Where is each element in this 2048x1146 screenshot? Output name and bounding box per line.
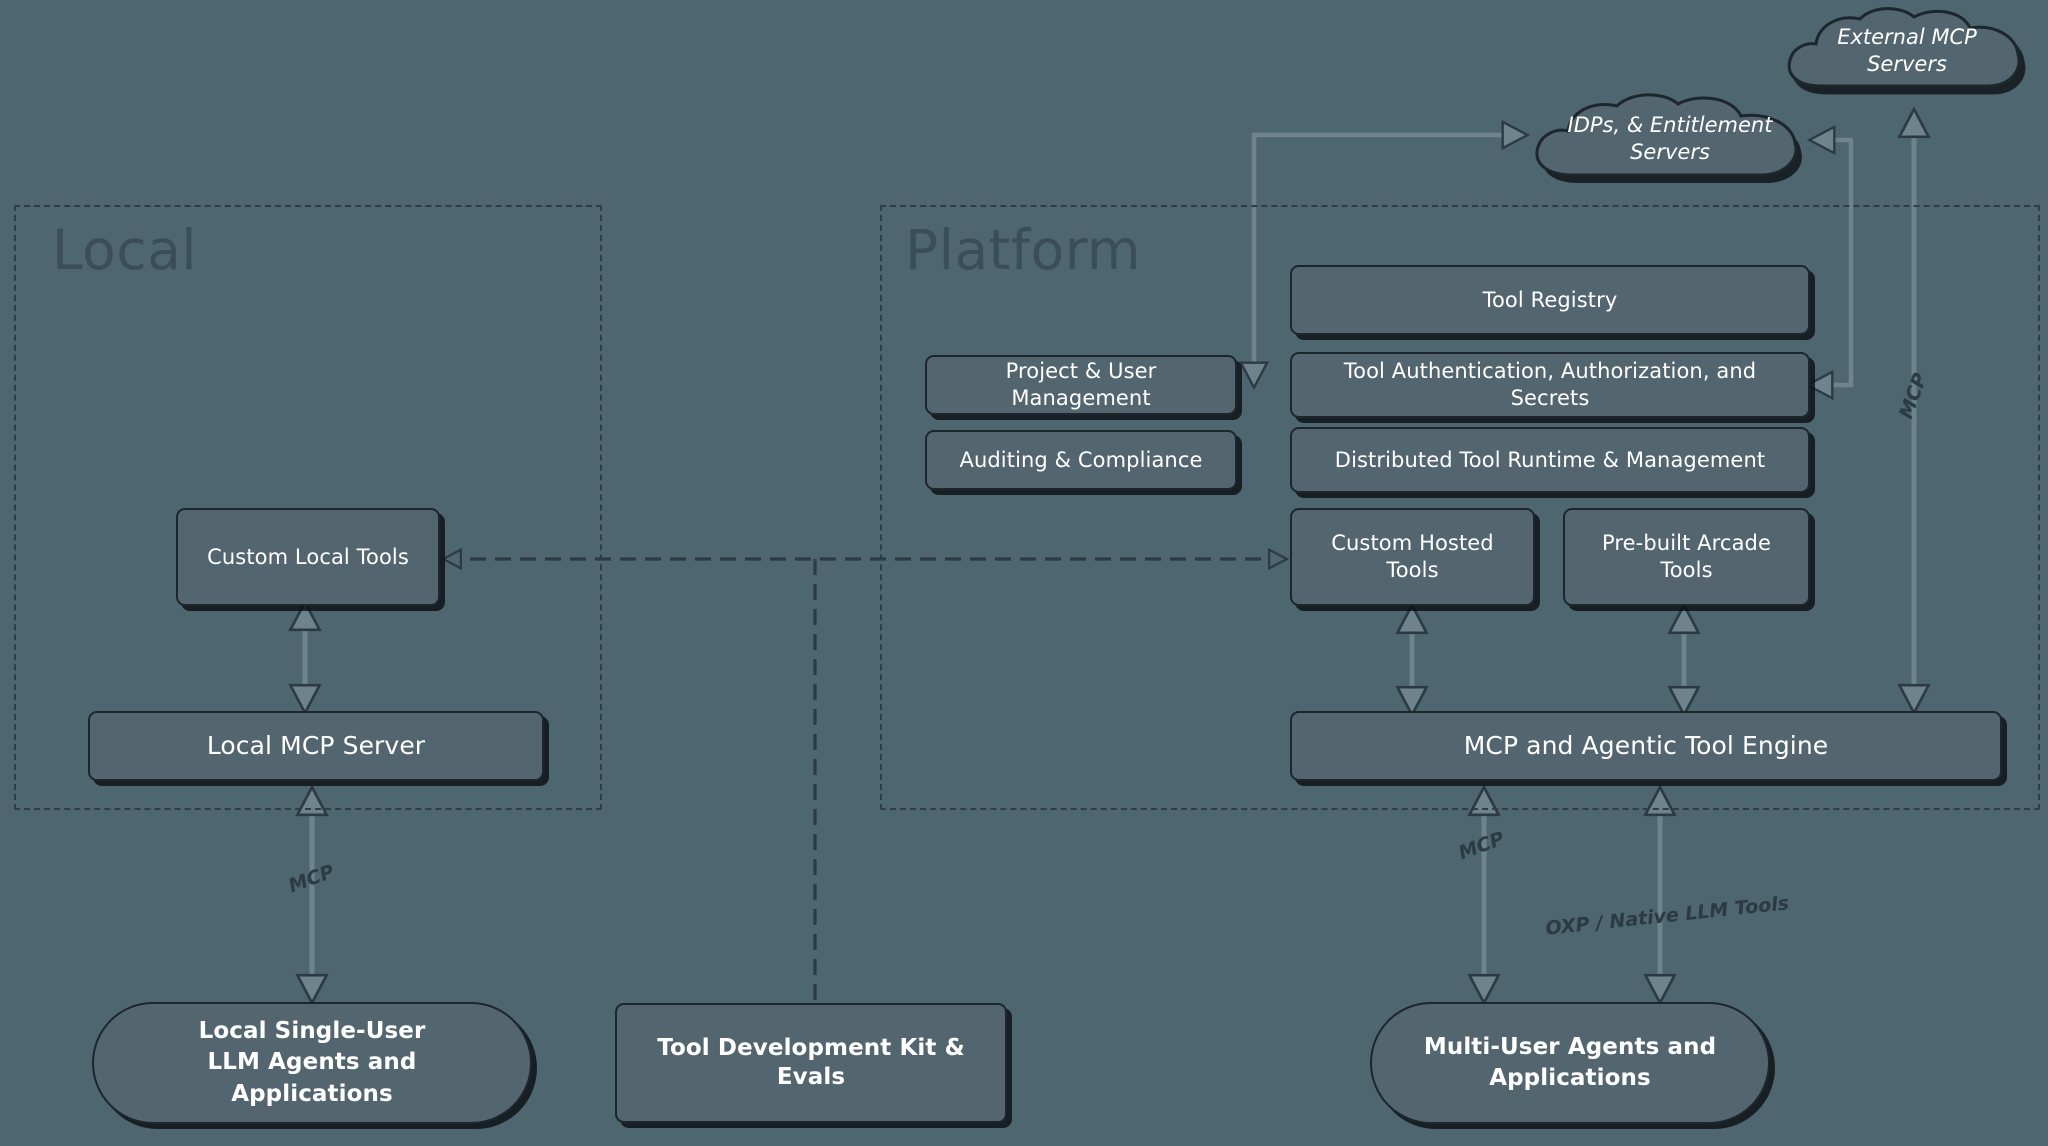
node-custom-local-tools[interactable]: Custom Local Tools xyxy=(176,508,440,606)
node-custom-local-tools-label: Custom Local Tools xyxy=(207,544,409,569)
edge-label-oxp-native-llm-tools: OXP / Native LLM Tools xyxy=(1544,892,1791,940)
cloud-external-mcp-servers[interactable]: External MCP Servers xyxy=(1778,7,2036,104)
group-local xyxy=(14,205,602,810)
node-project-user-management[interactable]: Project & User Management xyxy=(925,355,1237,415)
node-prebuilt-arcade-tools[interactable]: Pre-built Arcade Tools xyxy=(1563,508,1810,606)
node-project-user-management-label: Project & User Management xyxy=(1005,359,1157,410)
edge-label-platform-mcp: MCP xyxy=(1455,827,1508,865)
node-local-agents-label: Local Single-User LLM Agents and Applica… xyxy=(198,1018,426,1107)
node-tool-registry-label: Tool Registry xyxy=(1482,287,1618,312)
node-tool-registry[interactable]: Tool Registry xyxy=(1290,265,1810,335)
node-multi-user-agents-label: Multi-User Agents and Applications xyxy=(1423,1033,1717,1091)
node-custom-hosted-tools-label: Custom Hosted Tools xyxy=(1331,531,1494,582)
node-mcp-agentic-tool-engine-label: MCP and Agentic Tool Engine xyxy=(1463,731,1829,760)
node-custom-hosted-tools[interactable]: Custom Hosted Tools xyxy=(1290,508,1535,606)
edge-label-local-mcp: MCP xyxy=(285,860,338,898)
node-local-mcp-server-label: Local MCP Server xyxy=(206,731,426,760)
node-prebuilt-arcade-tools-label: Pre-built Arcade Tools xyxy=(1602,531,1771,582)
node-multi-user-agents[interactable]: Multi-User Agents and Applications xyxy=(1370,1002,1770,1124)
node-local-agents[interactable]: Local Single-User LLM Agents and Applica… xyxy=(92,1002,532,1124)
group-local-title: Local xyxy=(52,218,198,282)
node-auditing-compliance[interactable]: Auditing & Compliance xyxy=(925,430,1237,490)
group-platform xyxy=(880,205,2040,810)
node-tool-development-kit-label: Tool Development Kit & Evals xyxy=(657,1034,965,1090)
node-distributed-tool-runtime[interactable]: Distributed Tool Runtime & Management xyxy=(1290,427,1810,493)
group-platform-title: Platform xyxy=(905,218,1141,282)
node-mcp-agentic-tool-engine[interactable]: MCP and Agentic Tool Engine xyxy=(1290,711,2002,781)
node-tool-authentication[interactable]: Tool Authentication, Authorization, and … xyxy=(1290,352,1810,418)
node-local-mcp-server[interactable]: Local MCP Server xyxy=(88,711,544,781)
node-distributed-tool-runtime-label: Distributed Tool Runtime & Management xyxy=(1334,447,1766,472)
node-tool-authentication-label: Tool Authentication, Authorization, and … xyxy=(1343,359,1757,410)
node-auditing-compliance-label: Auditing & Compliance xyxy=(959,447,1203,472)
cloud-idps-entitlement[interactable]: IDPs, & Entitlement Servers xyxy=(1525,93,1815,191)
node-tool-development-kit[interactable]: Tool Development Kit & Evals xyxy=(615,1003,1007,1123)
